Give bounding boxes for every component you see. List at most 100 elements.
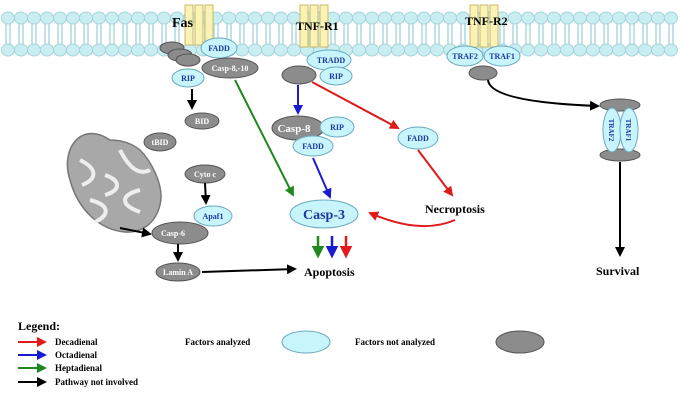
casp6-label: Casp-6 xyxy=(161,229,185,238)
mitochondrion xyxy=(66,132,162,233)
lipid-head xyxy=(105,11,119,25)
rip-fas-label: RIP xyxy=(181,74,195,83)
lipid-head xyxy=(521,43,535,57)
lipid-head xyxy=(79,11,93,25)
lipid-head xyxy=(534,43,548,57)
arrow-fadd-to-necroptosis-decadienal xyxy=(417,149,454,197)
lipid-head xyxy=(404,43,418,57)
traf1-label: TRAF1 xyxy=(489,52,515,61)
lipid-head xyxy=(573,43,587,57)
lipid-head xyxy=(118,43,132,57)
lipid-head xyxy=(417,11,431,25)
apoptosis-label: Apoptosis xyxy=(304,265,355,279)
lipid-head xyxy=(248,11,262,25)
lipid-head xyxy=(664,43,678,57)
apaf1-node xyxy=(193,205,233,227)
lipid-head xyxy=(66,43,80,57)
traf2-vertical-label: TRAF2 xyxy=(607,119,615,142)
legend-octadienal-label: Octadienal xyxy=(55,350,97,360)
tnfr1-receptor xyxy=(299,4,329,48)
lipid-head xyxy=(586,43,600,57)
lipid-head xyxy=(365,43,379,57)
lipid-head xyxy=(14,11,28,25)
fadd-necro-node xyxy=(397,126,439,150)
bid-label: BID xyxy=(195,117,209,126)
arrow-necroptosis-to-casp3-decadienal xyxy=(368,211,456,228)
lipid-head xyxy=(53,11,67,25)
lipid-head xyxy=(586,11,600,25)
traf2-label: TRAF2 xyxy=(452,52,478,61)
lipid-head xyxy=(391,11,405,25)
tnfr1-label: TNF-R1 xyxy=(296,19,339,33)
apaf1-label: Apaf1 xyxy=(203,212,224,221)
lipid-head xyxy=(612,11,626,25)
lipid-head xyxy=(27,11,41,25)
fadd-necro-label: FADD xyxy=(407,134,429,143)
rip-fas-node xyxy=(171,68,205,88)
legend-analyzed-swatch xyxy=(281,330,331,354)
legend-notinvolved-label: Pathway not involved xyxy=(55,377,138,387)
lipid-head xyxy=(261,43,275,57)
lipid-head xyxy=(157,11,171,25)
traf2-node xyxy=(446,45,484,67)
lipid-head xyxy=(274,11,288,25)
lipid-head xyxy=(235,11,249,25)
lamina-label: Lamin A xyxy=(163,268,193,277)
lipid-head xyxy=(391,43,405,57)
lipid-head xyxy=(404,11,418,25)
arrow-lamina-to-apoptosis xyxy=(201,264,297,275)
lipid-head xyxy=(92,43,106,57)
lipid-head xyxy=(378,11,392,25)
arrow-fadd-to-casp3-octadienal xyxy=(312,157,332,199)
lipid-head xyxy=(664,11,678,25)
bid-node xyxy=(184,112,220,130)
casp810-node xyxy=(201,57,259,79)
arrow-mito-to-casp6 xyxy=(119,227,152,238)
lipid-head xyxy=(118,11,132,25)
lipid-head xyxy=(417,43,431,57)
lipid-head xyxy=(79,43,93,57)
lipid-head xyxy=(66,11,80,25)
fadd-fas-label: FADD xyxy=(208,44,230,53)
lipid-head xyxy=(547,43,561,57)
tbid-node xyxy=(143,132,177,152)
tbid-label: tBID xyxy=(152,138,169,147)
lipid-head xyxy=(508,11,522,25)
lipid-head xyxy=(612,43,626,57)
lipid-head xyxy=(625,11,639,25)
lipid-head xyxy=(261,11,275,25)
lipid-head xyxy=(144,43,158,57)
rip-c8-node xyxy=(319,116,355,138)
lipid-head xyxy=(599,11,613,25)
lipid-head xyxy=(14,43,28,57)
rip-tnfr1-node xyxy=(319,66,353,86)
fas-label: Fas xyxy=(172,16,194,31)
arrow-casp810-to-casp3-heptadienal xyxy=(234,79,294,197)
lipid-head xyxy=(599,43,613,57)
rip-tnfr1-label: RIP xyxy=(329,72,343,81)
lipid-head xyxy=(638,43,652,57)
rip-c8-label: RIP xyxy=(330,123,344,132)
tnfr2-gray-node xyxy=(468,65,498,81)
cell-membrane xyxy=(1,11,678,57)
lipid-head xyxy=(1,11,15,25)
traf1-vertical-label: TRAF1 xyxy=(624,119,632,142)
lipid-head xyxy=(547,11,561,25)
arrow-tnfr2-to-traf xyxy=(487,79,600,111)
traf1-node xyxy=(483,45,521,67)
fadd-fas-node xyxy=(200,37,238,59)
fadd-c8-label: FADD xyxy=(302,142,324,151)
lipid-head xyxy=(40,43,54,57)
lipid-head xyxy=(560,43,574,57)
lipid-head xyxy=(651,43,665,57)
lipid-head xyxy=(27,43,41,57)
lipid-head xyxy=(144,11,158,25)
lamina-node xyxy=(155,262,201,282)
casp3-node xyxy=(289,199,359,229)
lipid-head xyxy=(222,11,236,25)
casp3-label: Casp-3 xyxy=(303,208,345,223)
legend-not-analyzed-swatch xyxy=(495,330,545,354)
lipid-head xyxy=(443,11,457,25)
